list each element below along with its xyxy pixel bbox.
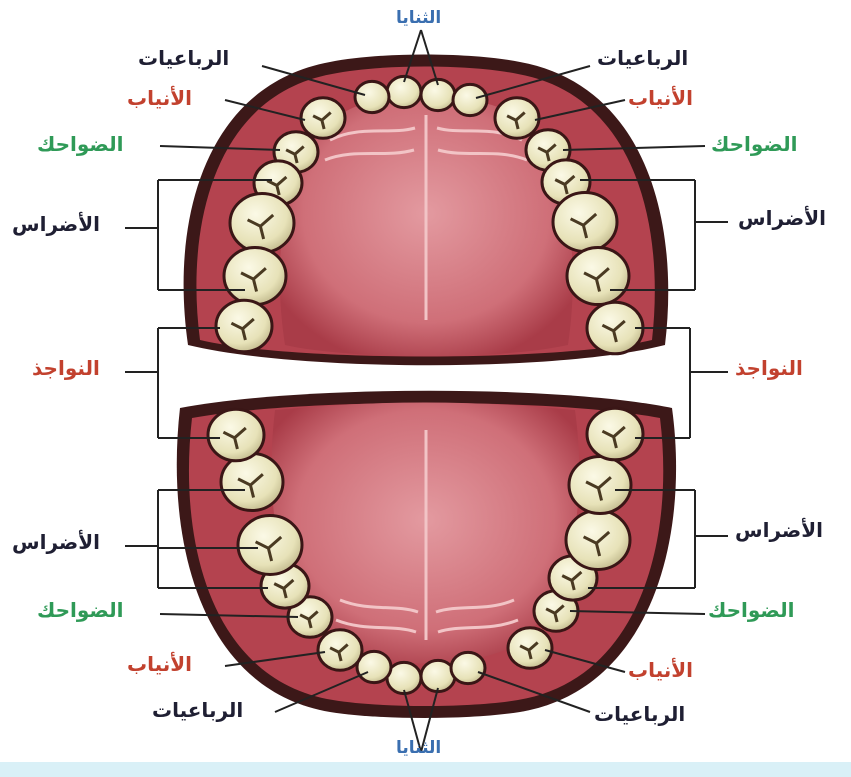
- label-upper-right-lateral-incisors: الرباعيات: [597, 48, 688, 68]
- label-lower-left-molars: الأضراس: [12, 532, 100, 552]
- tooth-icon: [451, 652, 485, 683]
- tooth-icon: [495, 98, 539, 138]
- label-lower-left-lateral-incisors: الرباعيات: [152, 700, 243, 720]
- tooth-icon: [569, 456, 631, 513]
- tooth-icon: [355, 81, 389, 112]
- label-lower-left-canines: الأنياب: [127, 654, 192, 674]
- label-upper-left-canines: الأنياب: [127, 88, 192, 108]
- tooth-icon: [566, 511, 630, 570]
- tooth-icon: [238, 516, 302, 575]
- label-upper-right-premolars: الضواحك: [711, 134, 798, 154]
- tooth-icon: [453, 84, 487, 115]
- tooth-icon: [553, 193, 617, 252]
- label-upper-right-molars: الأضراس: [738, 208, 826, 228]
- tooth-icon: [216, 300, 272, 352]
- label-lower-right-canines: الأنياب: [628, 660, 693, 680]
- label-right-wisdom-teeth: النواجذ: [735, 358, 803, 378]
- label-upper-left-lateral-incisors: الرباعيات: [138, 48, 229, 68]
- tooth-icon: [230, 194, 294, 253]
- tooth-icon: [587, 408, 643, 460]
- label-upper-left-molars: الأضراس: [12, 214, 100, 234]
- bottom-strip: [0, 762, 851, 777]
- tooth-icon: [301, 98, 345, 138]
- label-lower-central-incisors: الثنايا: [396, 740, 441, 757]
- tooth-icon: [567, 247, 629, 304]
- label-upper-central-incisors: الثنايا: [396, 10, 441, 27]
- label-upper-right-canines: الأنياب: [628, 88, 693, 108]
- tooth-icon: [318, 630, 362, 670]
- label-upper-left-premolars: الضواحك: [37, 134, 124, 154]
- label-lower-right-lateral-incisors: الرباعيات: [594, 704, 685, 724]
- tooth-icon: [224, 247, 286, 304]
- label-lower-right-molars: الأضراس: [735, 520, 823, 540]
- tooth-icon: [508, 628, 552, 668]
- tooth-icon: [208, 409, 264, 461]
- label-lower-right-premolars: الضواحك: [708, 600, 795, 620]
- tooth-icon: [221, 453, 283, 510]
- label-lower-left-premolars: الضواحك: [37, 600, 124, 620]
- tooth-icon: [587, 302, 643, 354]
- label-left-wisdom-teeth: النواجذ: [32, 358, 100, 378]
